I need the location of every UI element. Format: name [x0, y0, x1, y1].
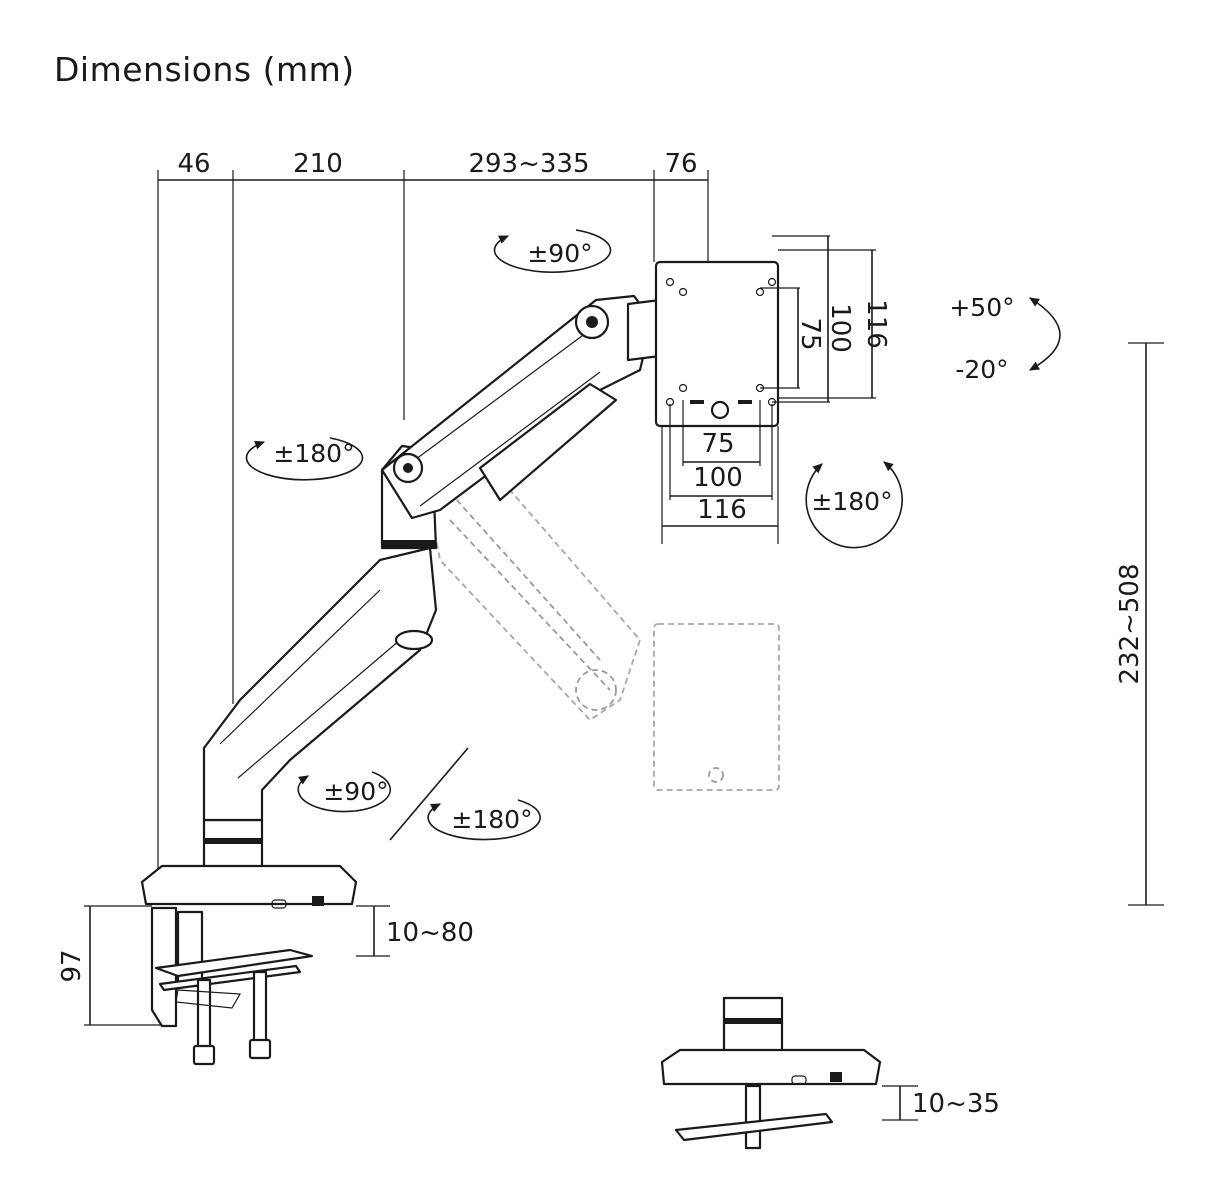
vesa-plate — [654, 260, 780, 428]
clamp-range-label: 10~80 — [386, 918, 474, 948]
vesa-v-100-label: 100 — [825, 303, 855, 353]
grommet-base: 10~35 — [660, 996, 1000, 1150]
clamp-97-label: 97 — [57, 949, 87, 982]
rotation-head-swivel-label: ±90° — [527, 239, 592, 268]
height-dimension: 232~508 — [1115, 342, 1164, 906]
vesa-vertical-dimensions: 75 100 116 — [760, 235, 891, 403]
top-dimension-chain: 46 210 293~335 76 — [157, 149, 709, 868]
rotation-lower-swivel-label: ±90° — [323, 777, 388, 806]
page-title: Dimensions (mm) — [54, 50, 355, 89]
vesa-h-75-label: 75 — [701, 429, 734, 459]
dim-reach-label: 293~335 — [468, 149, 589, 179]
rotation-tilt-down-label: -20° — [955, 355, 1008, 384]
vesa-h-116-label: 116 — [697, 495, 747, 525]
rotation-head-swivel: ±90° — [493, 229, 612, 273]
rotation-base-label: ±180° — [451, 805, 532, 834]
vesa-v-75-label: 75 — [795, 317, 825, 350]
vesa-v-116-label: 116 — [861, 299, 891, 349]
rotation-upper-arm-label: ±180° — [273, 439, 354, 468]
rotation-lower-swivel: ±90° — [297, 747, 469, 841]
rotation-tilt: +50° -20° — [949, 293, 1061, 384]
rotation-base: ±180° — [427, 799, 541, 841]
ghost-arm-lowered — [418, 443, 780, 791]
dim-76-label: 76 — [664, 149, 697, 179]
rotation-screen: ±180° — [805, 461, 903, 549]
rotation-upper-arm: ±180° — [245, 437, 364, 481]
vesa-horizontal-dimensions: 75 100 116 — [661, 400, 779, 544]
dim-210-label: 210 — [293, 149, 343, 179]
height-range-label: 232~508 — [1115, 563, 1145, 684]
rotation-screen-label: ±180° — [811, 487, 892, 516]
rotation-tilt-up-label: +50° — [949, 293, 1014, 322]
monitor-arm — [202, 294, 662, 874]
grommet-range-label: 10~35 — [912, 1089, 1000, 1119]
vesa-h-100-label: 100 — [693, 463, 743, 493]
clamp-base — [140, 864, 358, 1066]
clamp-dimensions: 97 10~80 — [57, 905, 474, 1026]
dim-46-label: 46 — [177, 149, 210, 179]
